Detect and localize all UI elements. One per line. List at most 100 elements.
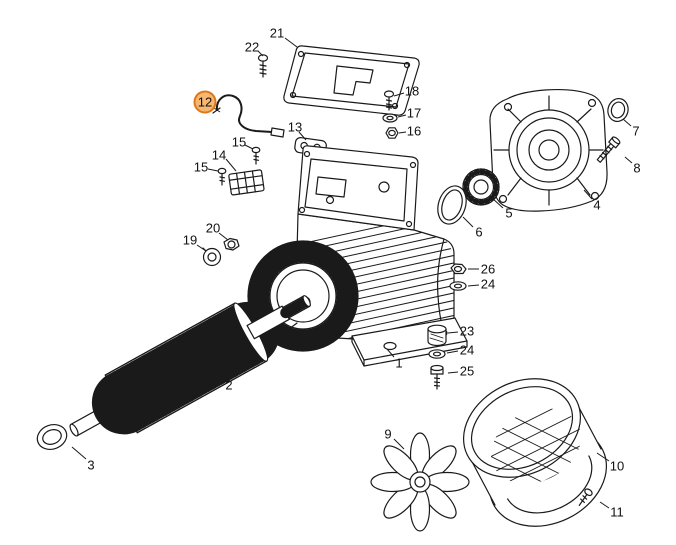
- callout-label: 10: [610, 459, 624, 474]
- part-15-screw-a: [251, 146, 261, 165]
- part-callout-16[interactable]: 16: [407, 124, 421, 139]
- part-callout-26[interactable]: 26: [481, 262, 495, 277]
- part-5-bearing: [462, 168, 500, 206]
- callout-label: 7: [632, 124, 639, 139]
- part-callout-13[interactable]: 13: [288, 120, 302, 135]
- leader-lines: [71, 37, 633, 509]
- highlight-circle: [193, 90, 217, 114]
- part-23-rubber-buffer: [427, 324, 447, 347]
- leader-line-15: [207, 168, 219, 172]
- part-8-screw: [596, 136, 621, 163]
- leader-line-18: [393, 92, 405, 97]
- callout-label: 18: [405, 84, 419, 99]
- part-callout-9[interactable]: 9: [384, 427, 391, 442]
- part-19-grommet: [202, 247, 222, 267]
- part-callout-21[interactable]: 21: [270, 26, 284, 41]
- leader-line-13: [298, 131, 307, 141]
- part-10-fan-shroud: [462, 378, 608, 527]
- callout-label: 24: [481, 277, 495, 292]
- callout-label: 9: [384, 427, 391, 442]
- leader-line-23: [447, 331, 459, 334]
- callout-label: 15: [232, 135, 246, 150]
- leader-line-6: [462, 216, 474, 228]
- part-callout-23[interactable]: 23: [460, 324, 474, 339]
- part-16-nut: [385, 127, 399, 139]
- part-18-screw: [383, 90, 395, 111]
- part-callout-15[interactable]: 15: [232, 135, 246, 150]
- leader-line-22: [257, 50, 264, 57]
- part-callout-22[interactable]: 22: [245, 40, 259, 55]
- leader-line-21: [284, 37, 298, 48]
- leader-line-3: [71, 446, 87, 460]
- part-21-cover-plate: [283, 45, 420, 116]
- leader-line-5: [491, 197, 504, 209]
- callouts: 2221121817161315141578456262420192324251…: [87, 26, 640, 520]
- callout-label: 21: [270, 26, 284, 41]
- leader-line-9: [393, 438, 405, 450]
- part-12-wire: [212, 94, 285, 138]
- callout-label: 26: [481, 262, 495, 277]
- leader-line-2: [217, 368, 226, 380]
- part-callout-2[interactable]: 2: [225, 378, 232, 393]
- callout-label: 4: [593, 198, 600, 213]
- part-callout-1[interactable]: 1: [395, 356, 402, 371]
- leader-line-24: [467, 284, 480, 287]
- callout-label: 17: [407, 106, 421, 121]
- leader-line-1: [386, 348, 395, 358]
- part-7-ring: [607, 97, 629, 123]
- part-callout-24[interactable]: 24: [460, 343, 474, 358]
- part-callout-17[interactable]: 17: [407, 106, 421, 121]
- callout-label: 22: [245, 40, 259, 55]
- part-callout-15[interactable]: 15: [194, 160, 208, 175]
- part-callout-25[interactable]: 25: [460, 364, 474, 379]
- callout-label: 11: [610, 505, 624, 520]
- part-callout-7[interactable]: 7: [632, 124, 639, 139]
- part-callout-11[interactable]: 11: [610, 505, 624, 520]
- part-20-nut: [223, 237, 240, 251]
- part-callout-5[interactable]: 5: [505, 206, 512, 221]
- callout-label: 2: [225, 378, 232, 393]
- part-26-nut: [450, 263, 467, 275]
- part-24-washer-a: [449, 281, 467, 291]
- part-callout-8[interactable]: 8: [633, 161, 640, 176]
- callout-label: 1: [395, 356, 402, 371]
- part-callout-6[interactable]: 6: [475, 225, 482, 240]
- part-callout-24[interactable]: 24: [481, 277, 495, 292]
- leader-line-16: [398, 131, 407, 134]
- callout-label: 16: [407, 124, 421, 139]
- part-2-rotor: [69, 295, 313, 437]
- leader-line-19: [196, 244, 207, 252]
- part-callout-18[interactable]: 18: [405, 84, 419, 99]
- leader-line-15: [244, 144, 254, 150]
- callout-label: 25: [460, 364, 474, 379]
- part-24-washer-b: [428, 349, 446, 359]
- part-callout-12-highlighted[interactable]: 12: [193, 90, 217, 114]
- leader-line-7: [622, 118, 632, 127]
- part-22-screw: [257, 54, 269, 78]
- part-25-screw: [430, 364, 444, 390]
- part-11-screw: [578, 488, 593, 506]
- part-callout-3[interactable]: 3: [87, 458, 94, 473]
- callout-label: 5: [505, 206, 512, 221]
- leader-line-4: [583, 189, 593, 200]
- callout-label: 8: [633, 161, 640, 176]
- callout-label: 12: [198, 95, 212, 110]
- part-callout-10[interactable]: 10: [610, 459, 624, 474]
- part-15-screw-b: [217, 167, 227, 186]
- part-callout-4[interactable]: 4: [593, 198, 600, 213]
- callout-label: 23: [460, 324, 474, 339]
- callout-label: 24: [460, 343, 474, 358]
- part-6-seal-ring: [437, 185, 467, 225]
- leader-line-8: [624, 156, 633, 164]
- callout-label: 3: [87, 458, 94, 473]
- callout-label: 13: [288, 120, 302, 135]
- part-callout-14[interactable]: 14: [212, 148, 226, 163]
- artwork: [36, 45, 629, 532]
- part-9-fan: [370, 432, 470, 532]
- leader-line-20: [218, 232, 229, 241]
- leader-line-24: [446, 350, 459, 354]
- part-callout-20[interactable]: 20: [206, 221, 220, 236]
- part-callout-19[interactable]: 19: [183, 233, 197, 248]
